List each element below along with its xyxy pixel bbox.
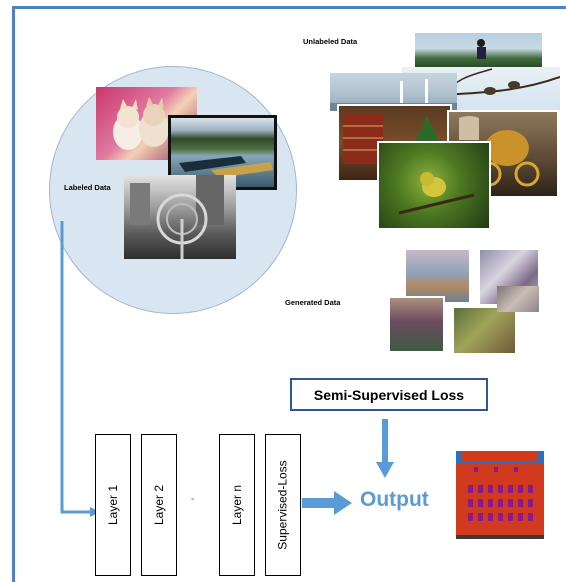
generated-data-label: Generated Data — [285, 298, 341, 307]
kittens-image — [96, 87, 197, 160]
person-drawing — [477, 39, 486, 59]
unlabeled-data-label: Unlabeled Data — [303, 37, 358, 46]
bird-image — [377, 141, 491, 230]
output-building-image — [456, 451, 544, 539]
supervised-loss-box: Supervised-Loss — [265, 434, 301, 576]
labeled-data-label: Labeled Data — [64, 183, 111, 192]
street-image — [124, 175, 236, 259]
layer-2-box: Layer 2 — [141, 434, 177, 576]
layer-2-label: Layer 2 — [152, 484, 166, 526]
output-arrow-head — [334, 491, 352, 515]
kittens-drawing — [113, 97, 169, 150]
frame-top-border — [12, 6, 566, 9]
generated-image-1 — [406, 250, 469, 302]
output-arrow-shaft — [302, 498, 336, 508]
generated-image-4 — [454, 308, 515, 353]
layer-ellipsis: - — [191, 494, 195, 505]
layer-1-label: Layer 1 — [106, 484, 120, 526]
layer-n-box: Layer n — [219, 434, 255, 576]
frame-left-border — [12, 6, 15, 582]
loss-arrow-shaft — [382, 419, 388, 464]
generated-image-3 — [388, 296, 445, 353]
supervised-loss-label: Supervised-Loss — [276, 460, 291, 550]
street-drawing — [130, 175, 224, 259]
labeled-to-layer1-arrow — [60, 221, 92, 514]
bird-drawing — [398, 172, 475, 215]
person-on-rock-image — [415, 33, 542, 72]
semi-supervised-loss-label: Semi-Supervised Loss — [313, 386, 465, 403]
layer-n-label: Layer n — [230, 484, 244, 526]
layer-1-box: Layer 1 — [95, 434, 131, 576]
output-label: Output — [360, 488, 429, 511]
semi-supervised-loss-box: Semi-Supervised Loss — [290, 378, 488, 411]
lake-drawing — [179, 156, 273, 178]
loss-arrow-head — [376, 462, 394, 478]
generated-image-5 — [497, 286, 539, 312]
